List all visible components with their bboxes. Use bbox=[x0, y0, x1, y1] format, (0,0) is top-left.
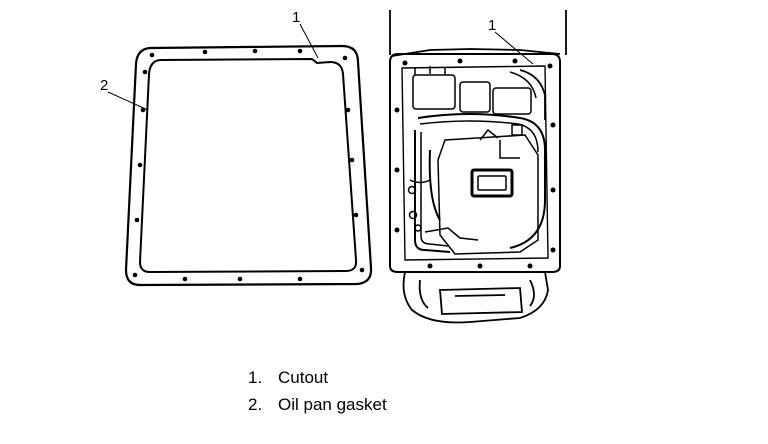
transmission-lower-housing bbox=[402, 271, 549, 324]
callout-transmission-cutout: 1 bbox=[488, 17, 496, 34]
transmission-case bbox=[389, 10, 567, 273]
gasket-bolt-holes bbox=[132, 48, 365, 282]
legend-label: Cutout bbox=[278, 368, 329, 387]
valve-body bbox=[407, 66, 546, 255]
legend-number: 2. bbox=[248, 395, 263, 414]
transmission-bolt-holes bbox=[394, 58, 556, 269]
legend-item: 2. Oil pan gasket bbox=[248, 391, 387, 418]
oil-pan-gasket bbox=[124, 44, 373, 287]
legend-number: 1. bbox=[248, 368, 263, 387]
callout-leaders bbox=[107, 23, 534, 111]
callout-gasket-cutout: 1 bbox=[292, 9, 300, 26]
callout-oil-pan-gasket: 2 bbox=[100, 77, 108, 94]
legend: 1. Cutout 2. Oil pan gasket bbox=[248, 364, 387, 418]
legend-item: 1. Cutout bbox=[248, 364, 387, 391]
legend-label: Oil pan gasket bbox=[278, 395, 387, 414]
